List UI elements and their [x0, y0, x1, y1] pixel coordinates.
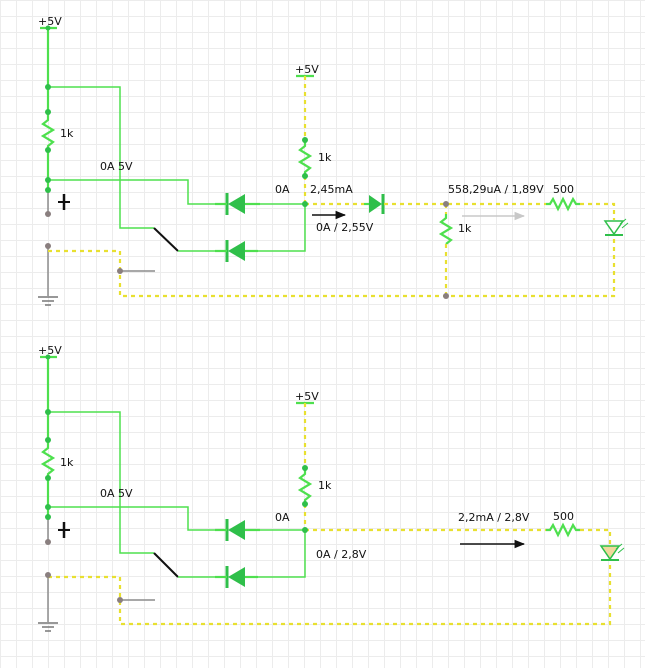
wire: [580, 528, 612, 545]
switch-bottom[interactable]: [153, 552, 179, 578]
wire: [258, 204, 306, 252]
resistor-top-left[interactable]: 1k: [40, 112, 74, 150]
diode-bottom-upper: [215, 519, 260, 541]
wire: [580, 202, 616, 220]
diode-top-lower: [215, 240, 258, 262]
resistor-bottom-led[interactable]: 500: [546, 510, 580, 538]
probe-label-below: 0A / 2,55V: [316, 221, 374, 234]
supply-label: +5V: [38, 344, 62, 357]
resistor-label: 1k: [60, 456, 74, 469]
circuit-top: +5V 1k 0A 5V: [38, 15, 629, 306]
resistor-label: 1k: [318, 151, 332, 164]
wire: [258, 530, 306, 578]
probe-label-left: 0A 5V: [100, 487, 133, 500]
resistor-bottom-mid[interactable]: 1k: [297, 468, 332, 504]
diode-bottom-lower: [215, 566, 258, 588]
resistor-label: 1k: [458, 222, 472, 235]
ground-symbol-top: [38, 296, 58, 306]
supply-bottom-left[interactable]: +5V: [38, 344, 62, 359]
probe-label-left: 0A 5V: [100, 160, 133, 173]
led-top: [603, 218, 629, 236]
supply-bottom-mid[interactable]: +5V: [295, 390, 319, 405]
wire: [48, 506, 215, 531]
probe-label-below: 0A / 2,8V: [316, 548, 367, 561]
probe-label-mid-right: 2,45mA: [310, 183, 353, 196]
supply-label: +5V: [295, 390, 319, 403]
wire: [48, 562, 612, 626]
resistor-top-led[interactable]: 500: [546, 183, 580, 212]
diode-top-upper: [215, 193, 260, 215]
resistor-top-shunt[interactable]: 1k: [438, 214, 472, 245]
resistor-label: 500: [553, 183, 574, 196]
supply-label: +5V: [38, 15, 62, 28]
probe-label-mid-left: 0A: [275, 183, 290, 196]
ground-symbol-bottom: [38, 622, 58, 632]
supply-top-mid[interactable]: +5V: [295, 63, 319, 78]
wire: [48, 179, 215, 205]
probe-label-mid-left: 0A: [275, 511, 290, 524]
wire: [48, 236, 616, 298]
circuit-bottom: +5V 1k 0A 5V: [38, 344, 625, 632]
wire: [48, 86, 154, 229]
resistor-label: 500: [553, 510, 574, 523]
switch-top[interactable]: [153, 227, 179, 252]
led-bottom: [599, 543, 625, 561]
probe-label-led: 558,29uA / 1,89V: [448, 183, 544, 196]
probe-label-led: 2,2mA / 2,8V: [458, 511, 530, 524]
resistor-label: 1k: [60, 127, 74, 140]
diode-top-series: [364, 194, 385, 214]
pushbutton-bottom[interactable]: [58, 522, 70, 538]
wire: [48, 411, 154, 554]
resistor-label: 1k: [318, 479, 332, 492]
supply-label: +5V: [295, 63, 319, 76]
pushbutton-top[interactable]: [58, 194, 70, 210]
resistor-bottom-left[interactable]: 1k: [40, 440, 74, 478]
supply-top-left[interactable]: +5V: [38, 15, 62, 30]
resistor-top-mid[interactable]: 1k: [297, 140, 332, 176]
